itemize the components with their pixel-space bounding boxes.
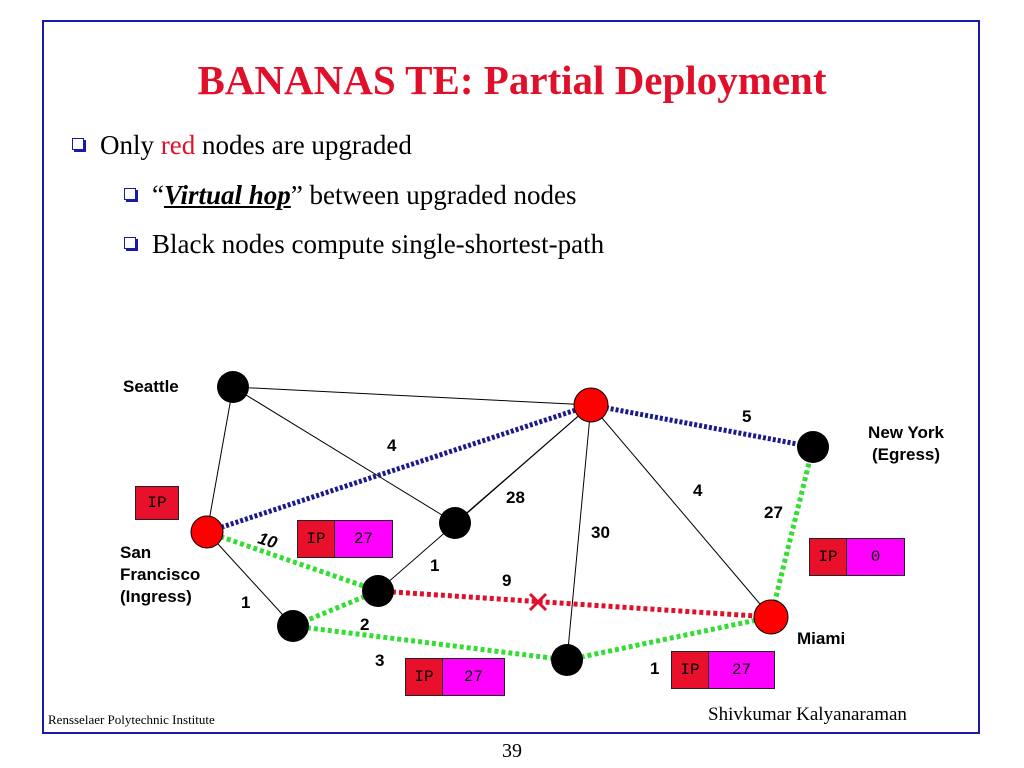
bullet-black-nodes: Black nodes compute single-shortest-path — [124, 229, 604, 260]
node-center — [439, 507, 471, 539]
bullet-upgraded-nodes: Only red nodes are upgraded — [72, 130, 412, 161]
label-newyork: New York (Egress) — [868, 423, 944, 465]
packet-ip-label-0: IP 0 — [809, 538, 905, 576]
link-seattle-top — [232, 386, 592, 406]
slide-frame — [42, 20, 980, 734]
link-top-miami — [590, 404, 772, 618]
weight-label: 27 — [764, 503, 783, 522]
weight-label: 9 — [502, 571, 512, 590]
node-top-upgraded — [573, 387, 609, 423]
path-lowleft-bottom — [292, 623, 568, 663]
virtual-hop-sf-top — [206, 402, 592, 535]
weight-label: 28 — [506, 488, 525, 507]
weight-label: 4 — [387, 436, 397, 455]
link-top-bottom — [566, 404, 592, 661]
link-seattle-center — [232, 386, 456, 524]
virtual-hop-term: Virtual hop — [163, 180, 291, 210]
bullet-box-icon — [124, 237, 136, 249]
weight-label: 3 — [375, 651, 385, 670]
link-failure-icon — [528, 592, 548, 612]
virtual-hop-top-newyork — [590, 402, 814, 450]
path-sf-mid — [206, 529, 379, 594]
link-sf-lowleft — [206, 531, 294, 627]
packet-ip-label-27: IP 27 — [405, 658, 505, 696]
author-footer: Shivkumar Kalyanaraman — [708, 704, 907, 725]
bullet-box-icon — [72, 138, 84, 150]
packet-ip-label-27: IP 27 — [671, 651, 775, 689]
node-miami — [753, 599, 789, 635]
label-sanfrancisco: San Francisco (Ingress) — [120, 543, 201, 607]
red-word: red — [160, 130, 196, 160]
node-bottom — [551, 644, 583, 676]
weight-label: 1 — [650, 659, 660, 678]
node-mid — [362, 575, 394, 607]
page-number: 39 — [502, 740, 522, 762]
bullet-box-icon — [124, 188, 136, 200]
node-lowleft — [277, 610, 309, 642]
weight-label: 30 — [591, 523, 610, 542]
node-newyork — [797, 431, 829, 463]
institute-footer: Rensselaer Polytechnic Institute — [48, 712, 215, 727]
weight-label: 2 — [360, 615, 370, 634]
weight-label: 5 — [742, 407, 752, 426]
path-miami-newyork — [768, 446, 816, 618]
weight-label: 1 — [241, 593, 251, 612]
packet-ip-label-27: IP 27 — [297, 520, 393, 558]
packet-ip-only: IP — [135, 486, 179, 520]
weight-label: 1 — [430, 556, 440, 575]
node-seattle — [217, 371, 249, 403]
weight-label: 4 — [693, 481, 703, 500]
node-sanfrancisco — [190, 515, 224, 549]
slide-title: BANANAS TE: Partial Deployment — [197, 57, 827, 103]
bullet-virtual-hop: “Virtual hop” between upgraded nodes — [124, 180, 576, 211]
link-seattle-sf — [206, 386, 234, 533]
label-miami: Miami — [797, 629, 846, 648]
label-seattle: Seattle — [123, 377, 179, 396]
link-mid-top — [377, 404, 592, 592]
failed-link — [377, 588, 772, 620]
